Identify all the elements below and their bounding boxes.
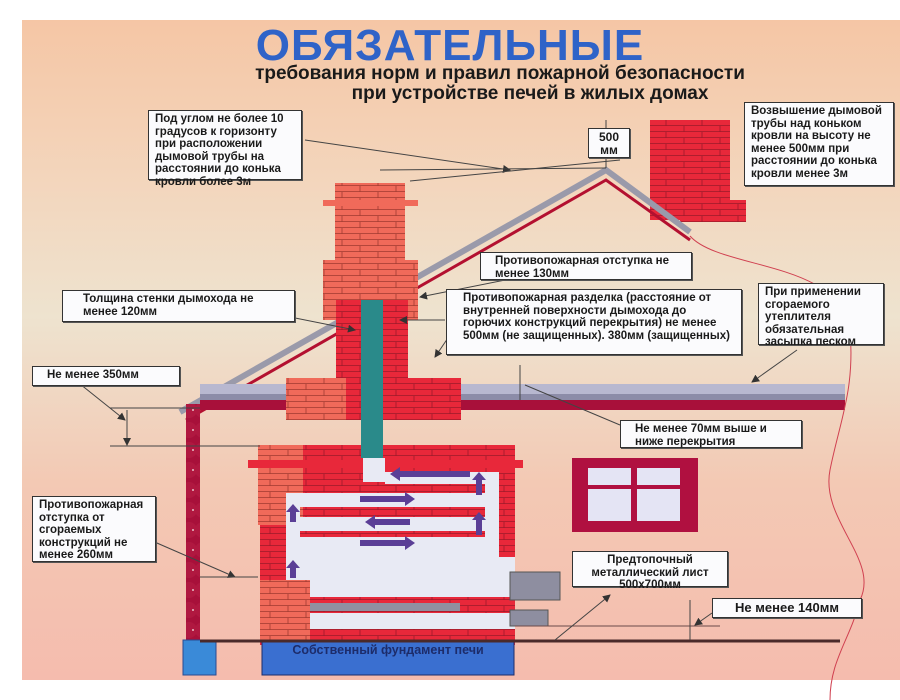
stove-channel [363,458,385,482]
leader-lines [79,120,798,641]
firebox-door [509,571,561,601]
flue-channel [361,300,383,460]
insulation-curve [689,235,865,700]
smoke-arrow-up [286,560,300,578]
label-fire-cut: Противопожарная разделка (расстояние от … [446,289,742,355]
window-pane [637,468,680,485]
label-wall-thickness: Толщина стенки дымохода не менее 120мм [62,290,295,322]
roof-gray [178,166,692,415]
poster-subtitle-line1: требования норм и правил пожарной безопа… [255,63,745,84]
chimney-cap [323,200,418,206]
smoke-arrow-up [472,512,486,535]
smoke-arrow-left [365,515,410,529]
label-fire-offset-260: Противопожарная отступка от сгораемых ко… [32,496,156,562]
label-pre-furnace-sheet: Предтопочный металлический лист 500х700м… [572,551,728,591]
log-wall [186,404,200,640]
ashpit [310,613,515,629]
window-pane [637,489,680,521]
chimney-top [335,183,405,263]
ashpit-door [509,609,549,627]
ceiling-beam [200,400,845,410]
smoke-arrow-left [390,467,470,481]
window-pane [588,468,631,485]
label-above-below-70: Не менее 70мм выше и ниже перекрытия [620,420,802,448]
flue-channel-lower [361,430,383,458]
label-min-140: Не менее 140мм [712,598,862,618]
grate [310,603,460,611]
label-min-350: Не менее 350мм [32,366,180,386]
ridge-chimney-step [680,200,746,222]
label-roof-angle: Под углом не более 10 градусов к горизон… [148,110,302,188]
smoke-arrow-right [360,492,415,506]
firebox [286,557,515,597]
log-wall-foundation [182,639,217,676]
smoke-arrow-right [360,536,415,550]
stove-top-ledge [248,460,523,468]
poster-title: ОБЯЗАТЕЛЬНЫЕ [255,21,645,70]
window-pane [588,489,631,521]
poster-subtitle-line2: при устройстве печей в жилых домах [351,83,709,104]
smoke-arrows [286,467,486,578]
label-fire-offset-130: Противопожарная отступка не менее 130мм [480,252,692,280]
stove-channel [286,537,499,557]
roof-red [185,178,691,422]
label-ridge-height: 500 мм [588,128,630,158]
label-insulation: При применении сгораемого утеплителя обя… [758,283,884,348]
stove-foundation [261,639,515,676]
label-chimney-elevation: Возвышение дымовой трубы над коньком кро… [744,102,894,186]
label-foundation: Собственный фундамент печи [292,643,484,657]
stove-lower-bricks [260,580,310,640]
smoke-arrow-up [472,472,486,495]
chimney-otdelka-left [286,378,346,420]
smoke-arrow-up [286,504,300,522]
ceiling-layer [200,394,845,400]
